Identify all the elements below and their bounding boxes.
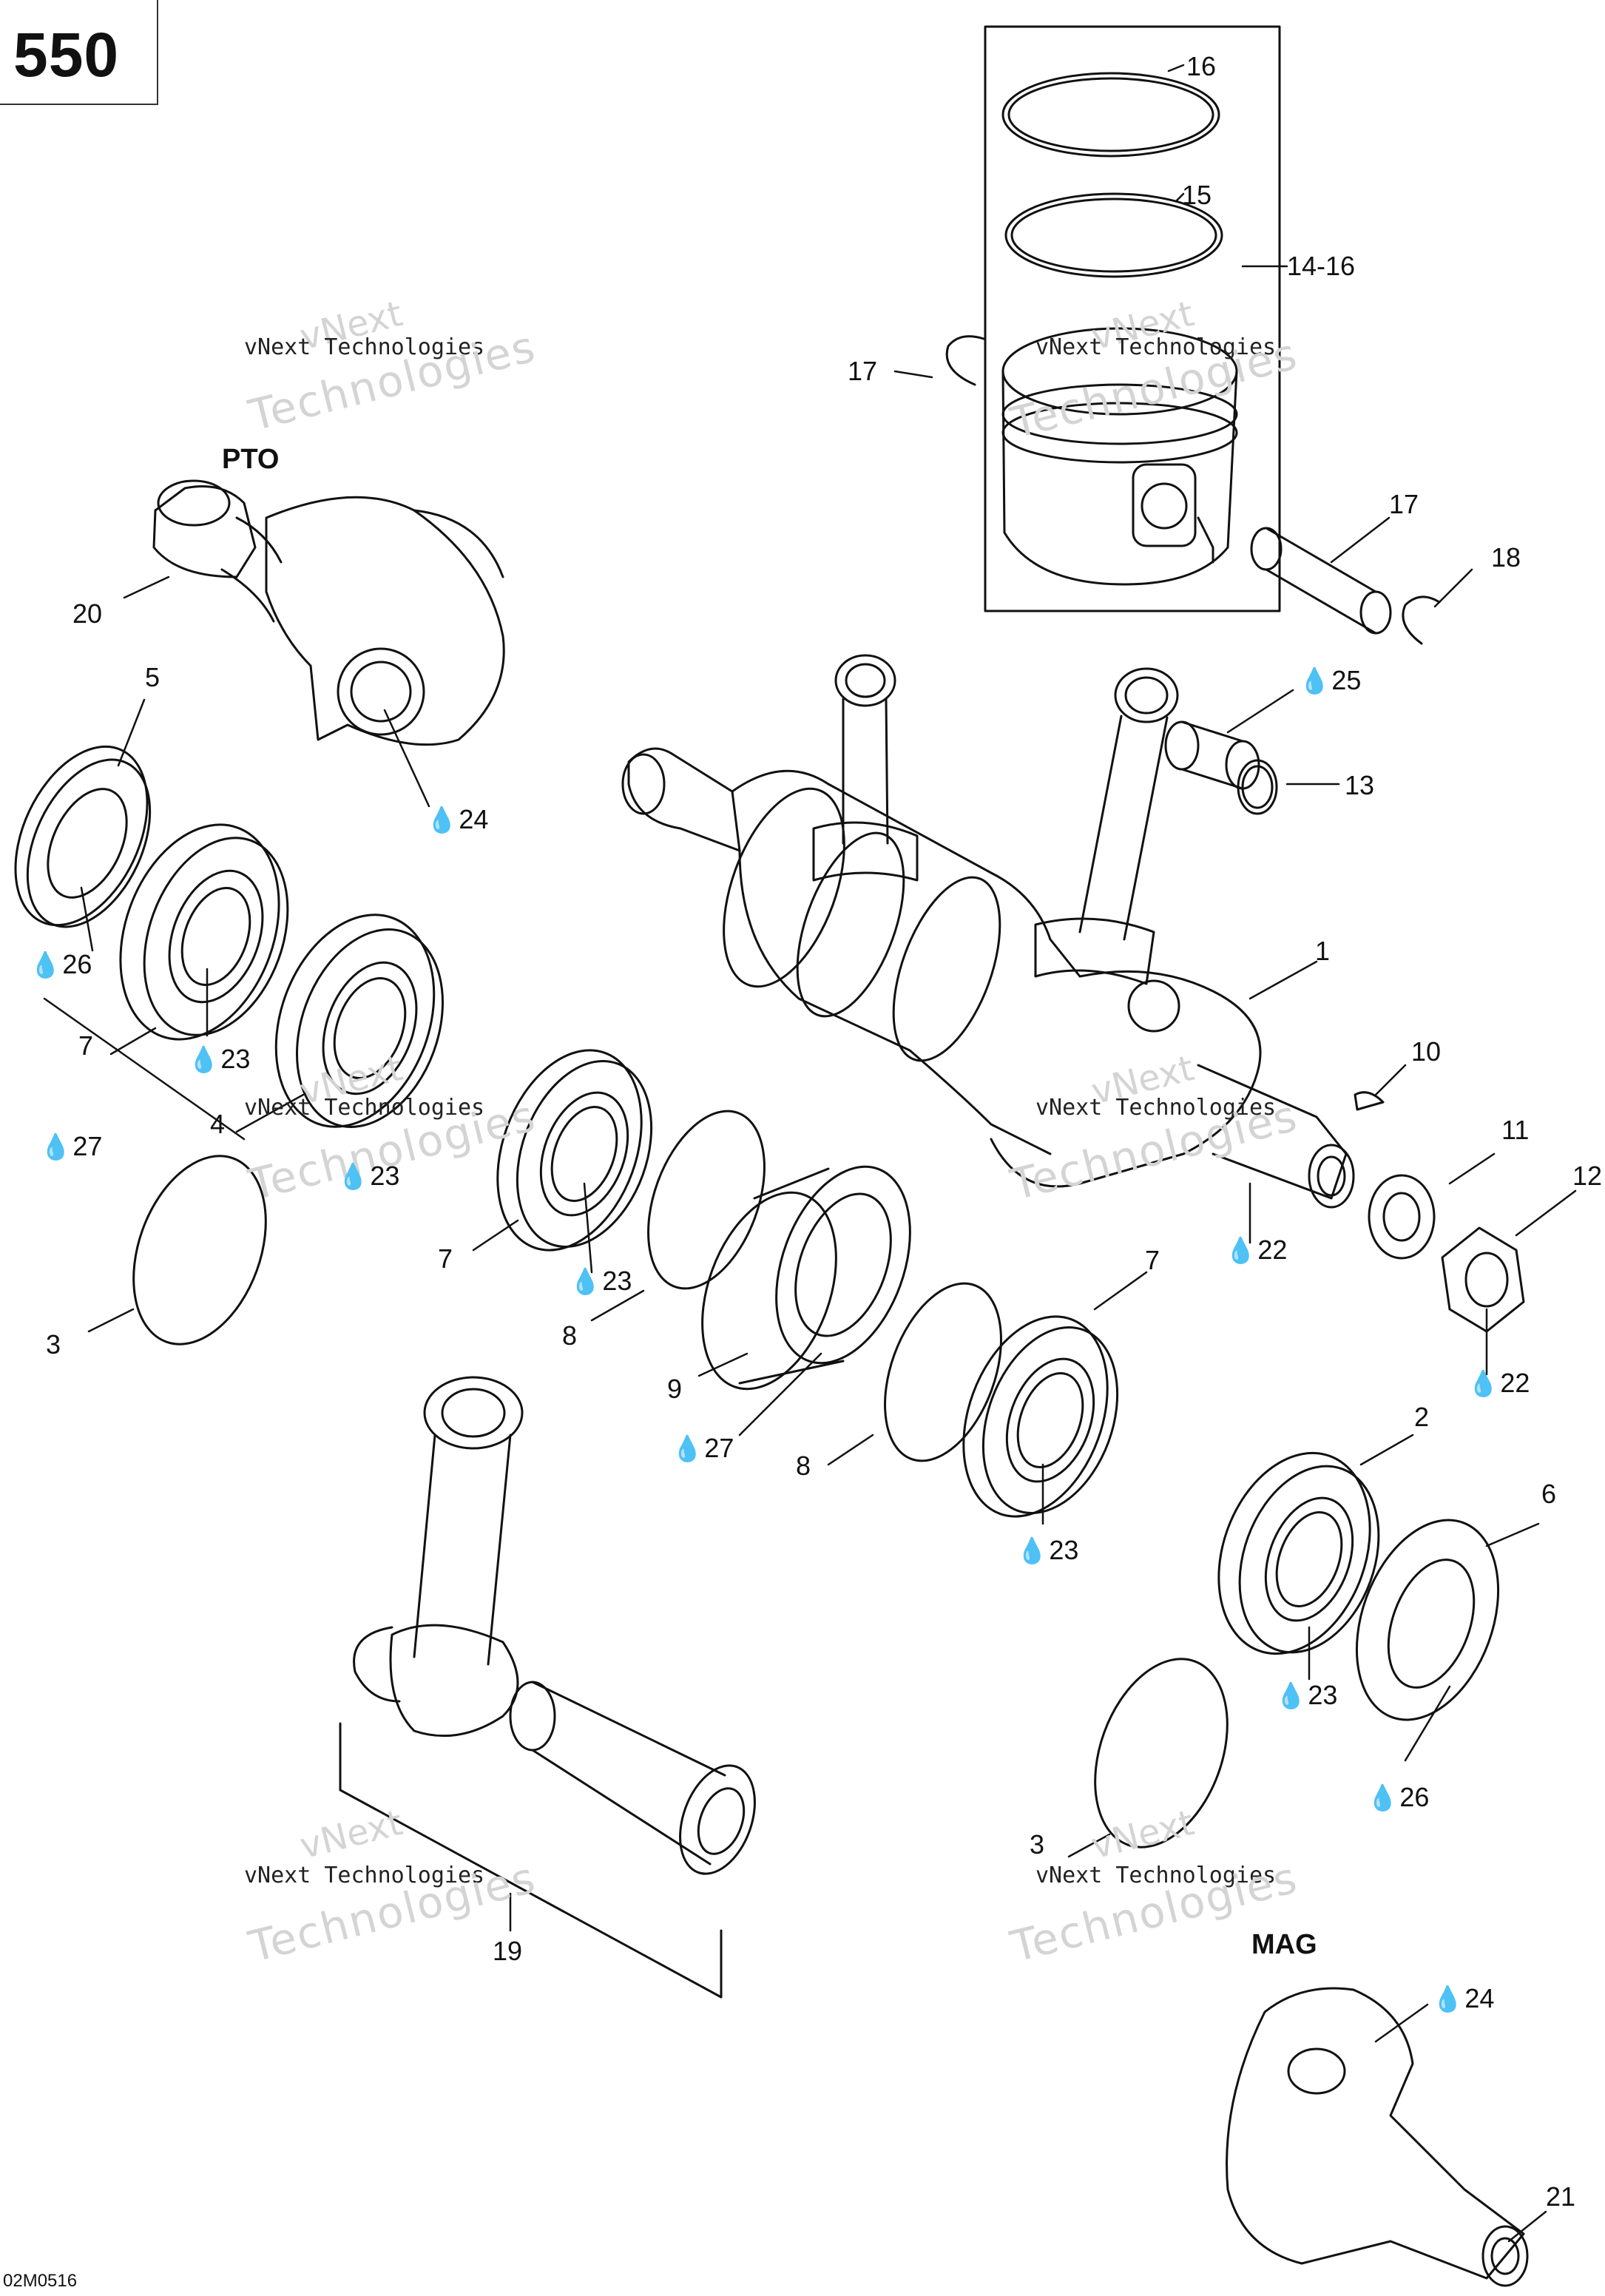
piston-ring-16 (1001, 72, 1220, 158)
lube-callout-22-a: 💧22 (1225, 1235, 1288, 1265)
lube-callout-23-b: 💧23 (337, 1161, 400, 1191)
pto-label: PTO (222, 444, 280, 475)
retaining-ring-8b (884, 1282, 1002, 1462)
crank-con-rod-1 (812, 654, 919, 882)
connecting-rod-assembly (339, 1376, 756, 1999)
callout-20: 20 (72, 598, 103, 629)
callout-19: 19 (493, 1936, 523, 1966)
callout-17-circlip: 17 (848, 356, 878, 386)
lock-washer (1368, 1174, 1436, 1260)
needle-bearing (1164, 720, 1278, 815)
lube-callout-24-mag: 💧24 (1432, 1983, 1495, 2013)
mag-half-crank (1226, 1987, 1529, 2287)
bearing-center-mag (962, 1315, 1119, 1518)
callout-11: 11 (1501, 1115, 1530, 1145)
bearing-pto-outer (119, 823, 289, 1041)
lube-callout-27-a: 💧27 (40, 1131, 103, 1161)
lube-callout-26-pto: 💧26 (30, 949, 92, 979)
pto-half-crank (152, 479, 505, 746)
callout-9: 9 (667, 1374, 683, 1404)
callout-17-pin: 17 (1389, 489, 1419, 519)
callout-12: 12 (1572, 1161, 1603, 1191)
callout-3-pto: 3 (46, 1329, 61, 1360)
piston-ring-15 (1004, 192, 1223, 278)
oil-seal-mag (1355, 1519, 1500, 1721)
callout-14-16: 14-16 (1287, 251, 1356, 281)
callout-7-center: 7 (438, 1243, 453, 1274)
lube-callout-26-mag: 💧26 (1367, 1782, 1430, 1812)
leader-lines (43, 64, 1577, 2243)
bearing-4 (274, 914, 444, 1128)
bearing-center-pto (496, 1049, 653, 1252)
page-number-box: 550 (0, 0, 158, 105)
center-sleeve (701, 1165, 911, 1391)
lube-callout-24-pto: 💧24 (426, 804, 489, 834)
o-ring-mag (1094, 1658, 1229, 1848)
page-number: 550 (13, 20, 120, 90)
retaining-ring-8a (647, 1110, 766, 1290)
callout-3-mag: 3 (1030, 1829, 1045, 1860)
circlip-18 (1402, 595, 1441, 645)
callout-21: 21 (1546, 2181, 1576, 2212)
crankshaft-assembly (621, 747, 1355, 1209)
lube-callout-22-b: 💧22 (1467, 1368, 1530, 1398)
callout-1: 1 (1315, 936, 1331, 966)
callout-7-mag: 7 (1145, 1245, 1160, 1275)
crank-con-rod-2 (1034, 667, 1179, 985)
callout-7-pto: 7 (78, 1030, 94, 1061)
o-ring-pto (132, 1155, 267, 1345)
callout-8-a: 8 (562, 1320, 578, 1351)
callout-8-b: 8 (796, 1451, 811, 1481)
callout-10: 10 (1411, 1036, 1442, 1067)
oil-seal-pto (14, 745, 152, 928)
callout-6: 6 (1541, 1479, 1557, 1509)
callout-13: 13 (1345, 770, 1375, 800)
callout-4: 4 (210, 1109, 226, 1139)
callout-15: 15 (1182, 180, 1212, 210)
mag-label: MAG (1251, 1929, 1317, 1960)
piston (1001, 327, 1238, 586)
callout-18: 18 (1491, 542, 1521, 573)
lube-callout-23-c: 💧23 (570, 1266, 632, 1296)
callout-2: 2 (1414, 1402, 1430, 1432)
piston-kit-frame (984, 25, 1281, 612)
piston-pin (1250, 527, 1392, 635)
callout-16: 16 (1186, 51, 1217, 81)
callout-5: 5 (145, 662, 160, 692)
lube-callout-23-d: 💧23 (1016, 1535, 1079, 1565)
lube-callout-23-a: 💧23 (188, 1044, 251, 1074)
circlip-17-top (945, 335, 985, 386)
lube-callout-23-e: 💧23 (1275, 1680, 1338, 1710)
bearing-mag (1217, 1451, 1380, 1655)
lube-callout-25: 💧25 (1299, 665, 1362, 695)
drawing-code: 02M0516 (3, 2271, 78, 2291)
woodruff-key (1354, 1091, 1385, 1111)
lube-callout-27-b: 💧27 (672, 1433, 734, 1463)
hex-nut (1441, 1226, 1525, 1333)
